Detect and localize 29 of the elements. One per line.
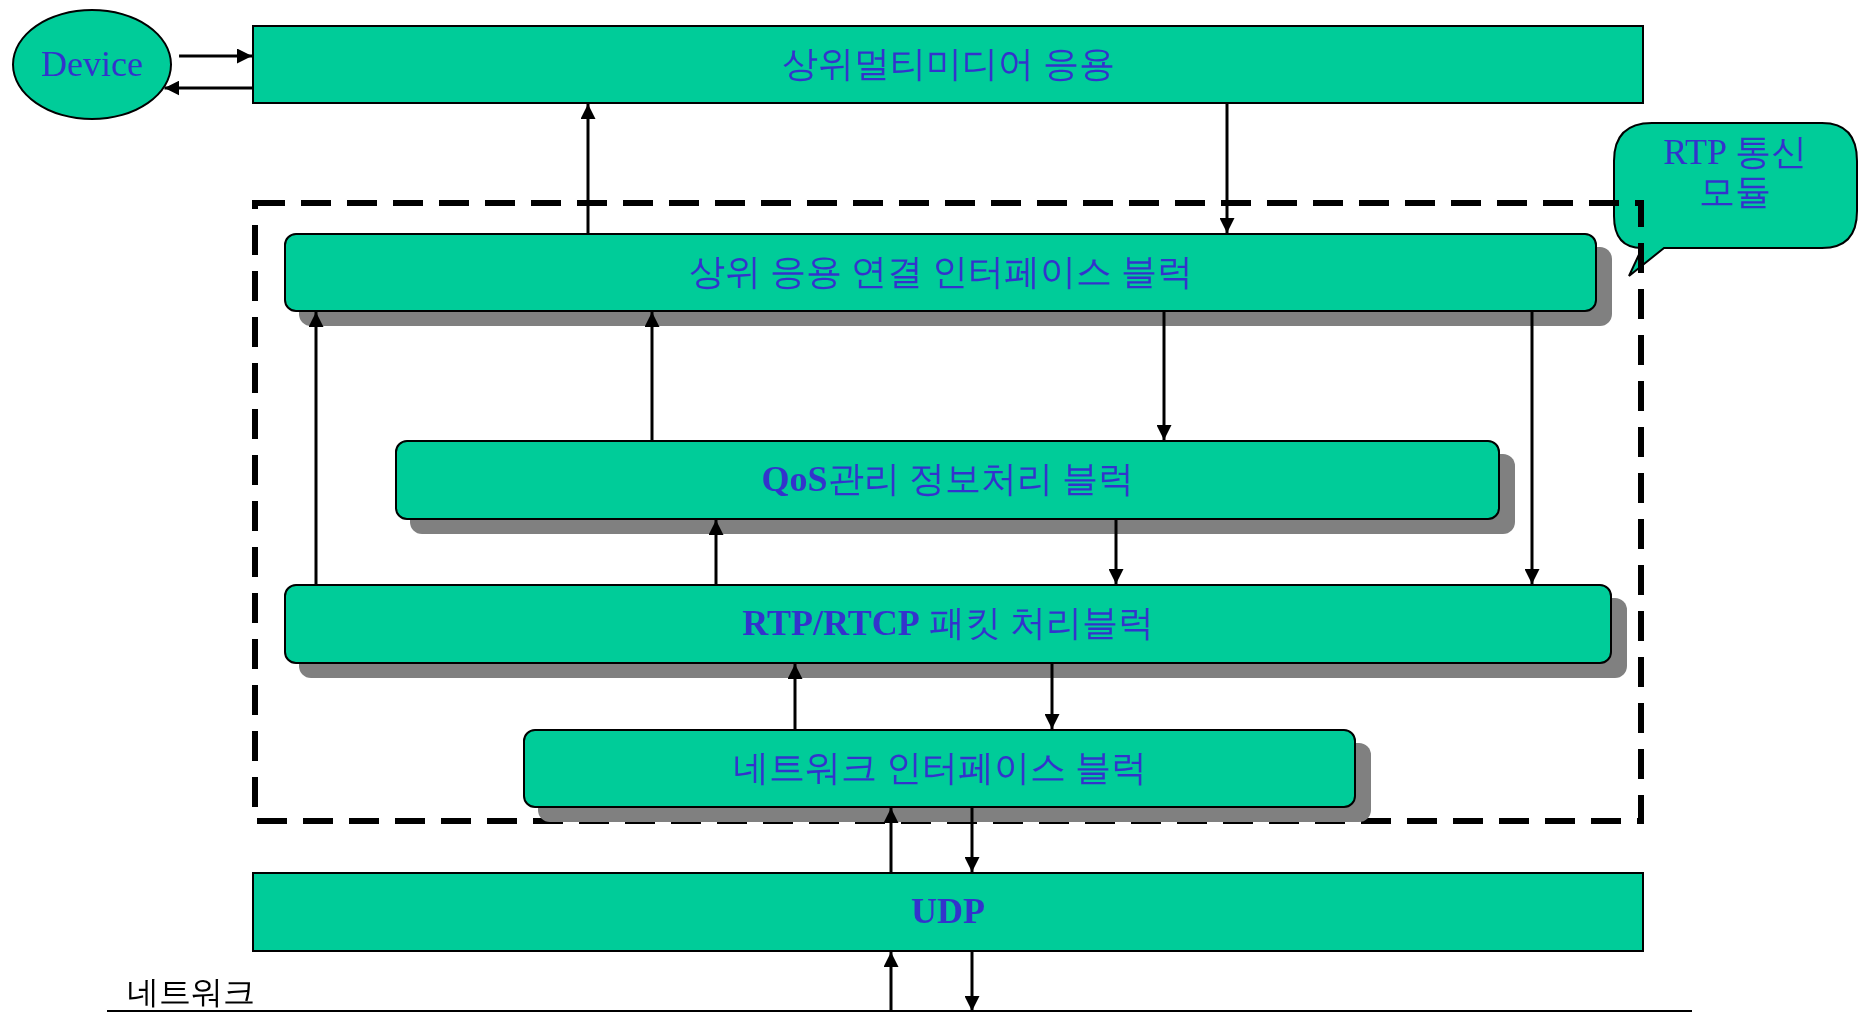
arrow	[308, 312, 324, 584]
arrow	[964, 808, 980, 872]
arrow	[1219, 104, 1235, 233]
block-label: 상위멀티미디어 응용	[781, 44, 1115, 85]
arrow	[883, 808, 899, 872]
arrow	[1044, 664, 1060, 729]
arrow	[1108, 520, 1124, 584]
arrow	[644, 312, 660, 440]
arrow	[164, 80, 252, 96]
arrow	[179, 48, 252, 64]
block-label: UDP	[911, 892, 985, 932]
network-line	[107, 976, 1692, 1012]
application-box	[252, 25, 1644, 104]
arrow	[787, 664, 803, 729]
callout-text: RTP 통신모듈	[1662, 133, 1808, 213]
module-boundary	[252, 200, 1644, 824]
arrow	[883, 952, 899, 1011]
arrow	[1156, 312, 1172, 440]
protocol-box	[252, 872, 1644, 952]
arrow	[1524, 312, 1540, 584]
block-label: 네트워크	[127, 975, 255, 1011]
block-label: RTP/RTCP 패킷 처리블럭	[742, 604, 1154, 644]
block-label: Device	[41, 44, 143, 85]
arrow	[964, 952, 980, 1011]
arrow	[708, 520, 724, 584]
arrow	[580, 104, 596, 233]
block-label: QoS관리 정보처리 블럭	[761, 460, 1134, 500]
block-label: 상위 응용 연결 인터페이스 블럭	[688, 252, 1193, 293]
block-label: 네트워크 인터페이스 블럭	[732, 748, 1147, 789]
